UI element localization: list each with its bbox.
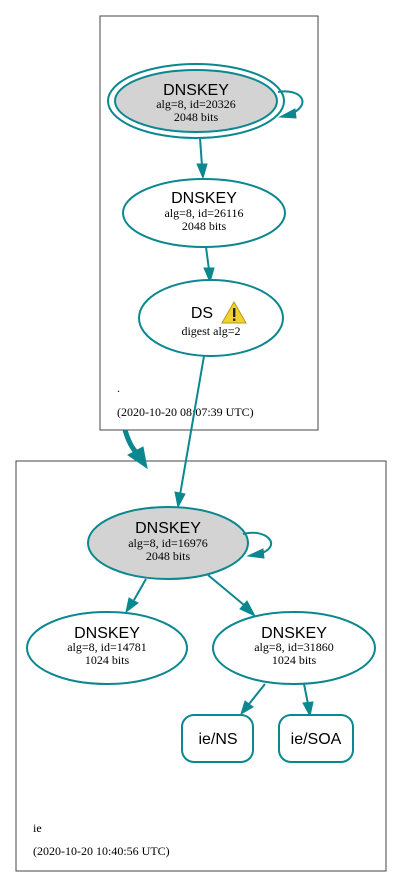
root-zsk-alg-id: alg=8, id=26116 bbox=[164, 206, 243, 220]
ie-ns-node: ie/NS bbox=[181, 714, 254, 763]
ie-key-b-node: DNSKEY alg=8, id=31860 1024 bits bbox=[212, 611, 376, 685]
ie-zone-name: ie bbox=[33, 821, 42, 835]
edge-ds-to-ie-ksk bbox=[174, 355, 205, 509]
ie-key-b-bits: 1024 bits bbox=[272, 653, 317, 667]
ie-key-b-alg-id: alg=8, id=31860 bbox=[254, 640, 334, 654]
root-zone-name: . bbox=[117, 381, 120, 395]
ie-ksk-title: DNSKEY bbox=[135, 520, 201, 537]
root-zsk-title: DNSKEY bbox=[171, 190, 237, 207]
ds-digest: digest alg=2 bbox=[181, 324, 240, 338]
ie-soa-node: ie/SOA bbox=[278, 714, 354, 763]
root-ksk-title: DNSKEY bbox=[163, 82, 229, 99]
ie-zone-timestamp: (2020-10-20 10:40:56 UTC) bbox=[33, 844, 170, 858]
ie-soa-label: ie/SOA bbox=[291, 731, 342, 748]
edge-root-zsk-to-ds bbox=[203, 246, 215, 284]
ie-ksk-node: DNSKEY alg=8, id=16976 2048 bits bbox=[87, 506, 249, 580]
ie-ns-label: ie/NS bbox=[198, 731, 237, 748]
root-ksk-self-loop bbox=[277, 90, 304, 119]
root-zone-timestamp: (2020-10-20 08:07:39 UTC) bbox=[117, 405, 254, 419]
edge-root-ksk-to-zsk bbox=[196, 137, 208, 180]
ds-node: DS digest alg=2 bbox=[138, 279, 284, 357]
ds-title: DS bbox=[191, 305, 213, 322]
ie-key-a-title: DNSKEY bbox=[74, 625, 140, 642]
ie-ksk-alg-id: alg=8, id=16976 bbox=[128, 536, 208, 550]
warning-icon bbox=[221, 300, 247, 324]
edge-key-b-to-soa bbox=[302, 683, 314, 718]
root-ksk-alg-id: alg=8, id=20326 bbox=[156, 97, 236, 111]
ie-ksk-bits: 2048 bits bbox=[146, 549, 191, 563]
root-zsk-bits: 2048 bits bbox=[182, 219, 227, 233]
edge-ie-ksk-to-key-a bbox=[125, 578, 147, 614]
edge-ie-ksk-to-key-b bbox=[207, 574, 257, 618]
root-ksk-node: DNSKEY alg=8, id=20326 2048 bits bbox=[107, 63, 285, 139]
ie-key-b-title: DNSKEY bbox=[261, 625, 327, 642]
root-ksk-bits: 2048 bits bbox=[174, 110, 219, 124]
ie-key-a-alg-id: alg=8, id=14781 bbox=[67, 640, 147, 654]
edge-key-b-to-ns bbox=[240, 683, 266, 716]
ie-ksk-self-loop bbox=[242, 531, 273, 559]
root-zsk-node: DNSKEY alg=8, id=26116 2048 bits bbox=[122, 178, 286, 248]
ie-key-a-node: DNSKEY alg=8, id=14781 1024 bits bbox=[26, 611, 188, 685]
ie-key-a-bits: 1024 bits bbox=[85, 653, 130, 667]
delegation-edge bbox=[122, 429, 148, 470]
